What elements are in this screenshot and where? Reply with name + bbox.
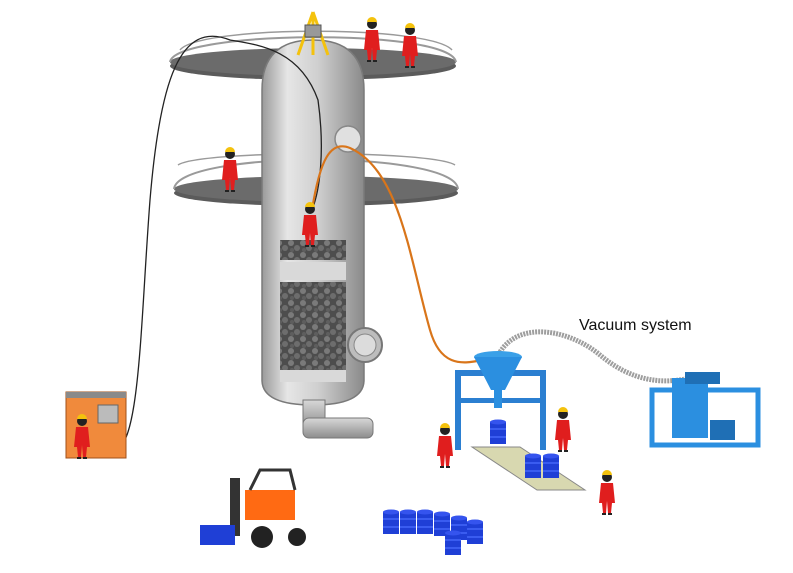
top-tripod (296, 11, 330, 56)
catalyst-bed (280, 282, 346, 370)
vacuum-hose (497, 329, 691, 384)
vacuum-system-label: Vacuum system (579, 317, 692, 334)
catalyst-top-layer (280, 240, 346, 260)
vacuum-unit-icon (649, 372, 761, 448)
person-in-protective-suit-icon (437, 423, 453, 468)
drum-barrel-icon (525, 453, 541, 478)
catalyst-suction-hose (310, 145, 483, 364)
bottom-outlet-pipe (302, 399, 374, 439)
side-manway (347, 327, 383, 363)
drum-barrel-icon (543, 453, 559, 478)
drum-barrel-icon (490, 419, 506, 444)
hopper-icon (474, 351, 522, 408)
lifeline-cable (109, 35, 322, 452)
person-in-protective-suit-icon (555, 407, 571, 452)
forklift-icon (200, 468, 306, 548)
barrel-stack (383, 509, 483, 555)
person-in-protective-suit-icon (599, 470, 615, 515)
control-panel-icon (65, 391, 127, 459)
